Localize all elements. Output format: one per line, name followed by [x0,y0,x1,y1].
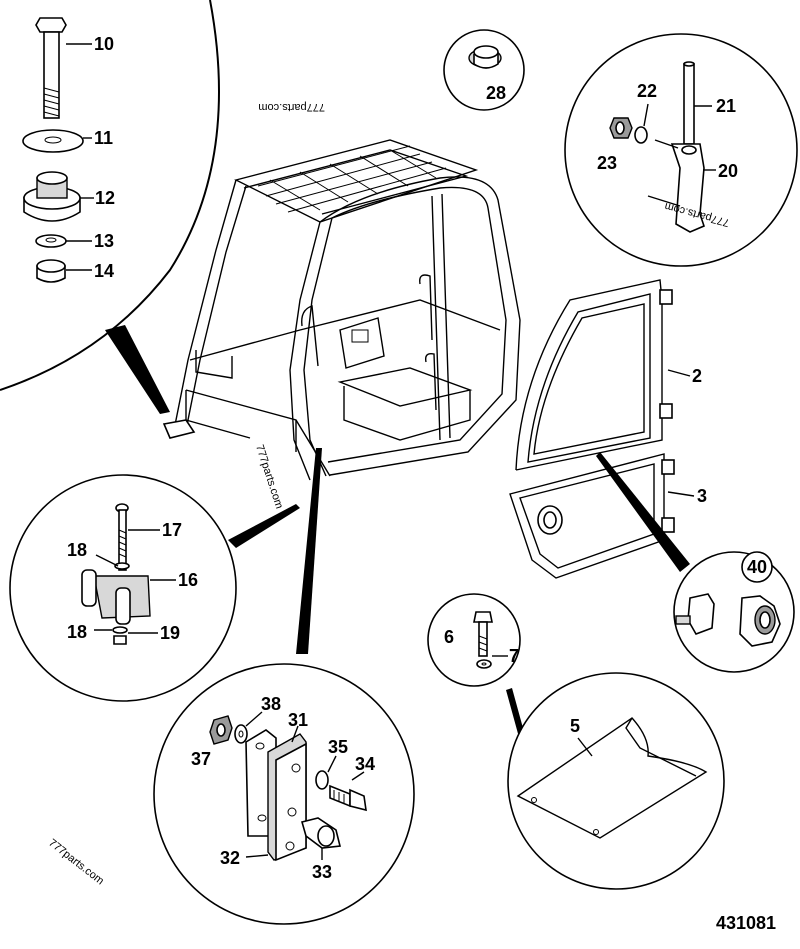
label-16: 16 [178,570,198,590]
watermark-3: 777parts.com [253,443,285,510]
label-23: 23 [597,153,617,173]
detail-circle-latch: 38 31 37 35 34 32 33 [153,448,415,925]
detail-circle-plate: 5 [507,672,725,890]
pointer-mounting [105,325,170,414]
label-37: 37 [191,749,211,769]
door-glass-2: 2 [515,279,702,471]
label-14: 14 [94,261,114,281]
label-18-top: 18 [67,540,87,560]
label-19: 19 [160,623,180,643]
label-31: 31 [288,710,308,730]
label-21: 21 [716,96,736,116]
label-20: 20 [718,161,738,181]
label-18-bottom: 18 [67,622,87,642]
detail-circle-28: 28 [443,29,525,111]
watermark-1: 777parts.com [258,101,325,113]
label-32: 32 [220,848,240,868]
label-40: 40 [747,557,767,577]
label-5: 5 [570,716,580,736]
door-lower-3: 3 [509,453,707,579]
detail-circle-40: 40 [596,452,795,673]
label-35: 35 [328,737,348,757]
washer-13 [35,234,92,248]
detail-circle-hinge-lower: 17 18 16 18 19 [9,474,300,702]
detail-circle-mounting: 10 11 12 13 14 777parts.com [0,0,325,414]
label-6: 6 [444,627,454,647]
label-2: 2 [692,366,702,386]
cab-frame [162,139,521,481]
label-38: 38 [261,694,281,714]
pointer-latch [296,448,322,654]
diagram-number: 431081 [716,913,776,933]
pointer-hinge-lower [228,504,300,548]
label-10: 10 [94,34,114,54]
detail-circle-hinge: 22 21 23 20 777parts.com [564,33,798,267]
label-34: 34 [355,754,375,774]
label-17: 17 [162,520,182,540]
label-3: 3 [697,486,707,506]
label-13: 13 [94,231,114,251]
label-22: 22 [637,81,657,101]
bolt-10 [35,17,92,119]
mount-12 [23,171,94,222]
watermark-4: 777parts.com [46,837,106,887]
label-12: 12 [95,188,115,208]
washer-11 [22,129,92,153]
label-11: 11 [94,128,113,148]
pointer-40 [596,452,690,572]
label-7: 7 [509,646,519,666]
label-33: 33 [312,862,332,882]
nut-14 [36,259,92,283]
label-28: 28 [486,83,506,103]
